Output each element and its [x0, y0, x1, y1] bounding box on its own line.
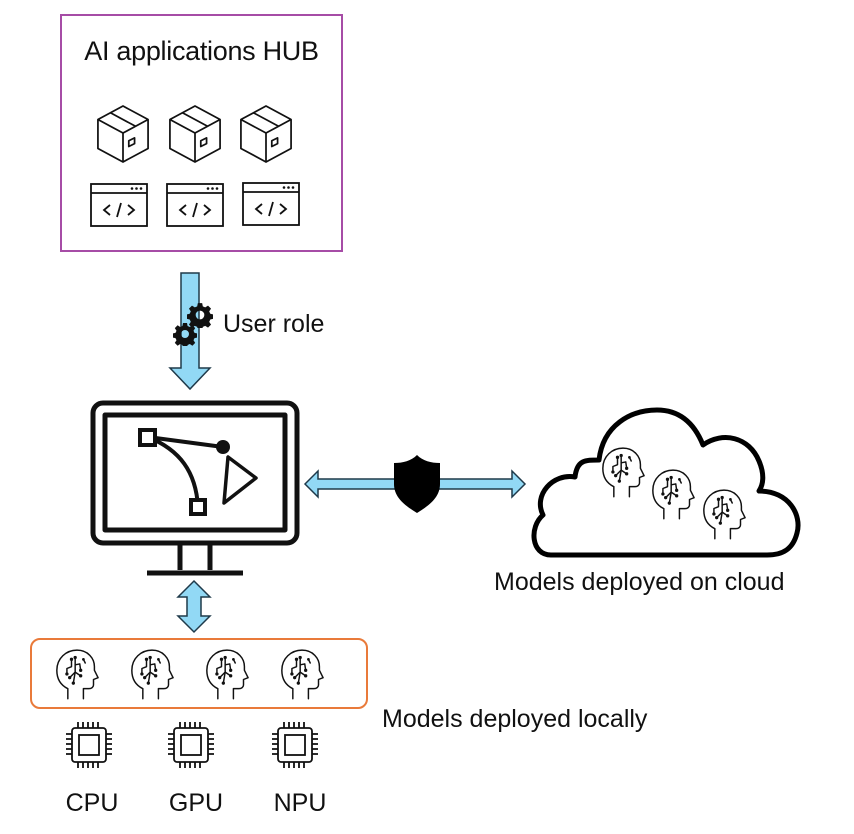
npu-chip-icon: [270, 720, 320, 770]
cloud-icon: [531, 407, 801, 558]
cpu-chip-icon: [64, 720, 114, 770]
ai-head-icon: [601, 446, 645, 498]
shield-icon: [394, 455, 440, 513]
local-models-label: Models deployed locally: [382, 705, 648, 733]
ai-head-icon: [205, 648, 249, 700]
package-icon: [96, 104, 150, 164]
package-icon: [168, 104, 222, 164]
cloud-models-label: Models deployed on cloud: [494, 568, 785, 596]
code-window-icon: [90, 183, 148, 227]
code-window-icon: [242, 182, 300, 226]
gpu-chip-icon: [166, 720, 216, 770]
gpu-label: GPU: [168, 789, 224, 817]
monitor-bezier-icon: [90, 400, 300, 576]
ai-head-icon: [651, 468, 695, 520]
package-icon: [239, 104, 293, 164]
local-connection-arrow: [176, 579, 212, 634]
local-models-container: [30, 638, 368, 709]
ai-head-icon: [702, 488, 746, 540]
hub-title: AI applications HUB: [84, 36, 319, 66]
cpu-label: CPU: [65, 789, 119, 817]
user-role-label: User role: [223, 310, 325, 338]
ai-hub-container: [60, 14, 343, 252]
ai-head-icon: [130, 648, 174, 700]
gear-icon: [173, 322, 197, 346]
ai-head-icon: [55, 648, 99, 700]
code-window-icon: [166, 183, 224, 227]
ai-head-icon: [280, 648, 324, 700]
npu-label: NPU: [273, 789, 327, 817]
